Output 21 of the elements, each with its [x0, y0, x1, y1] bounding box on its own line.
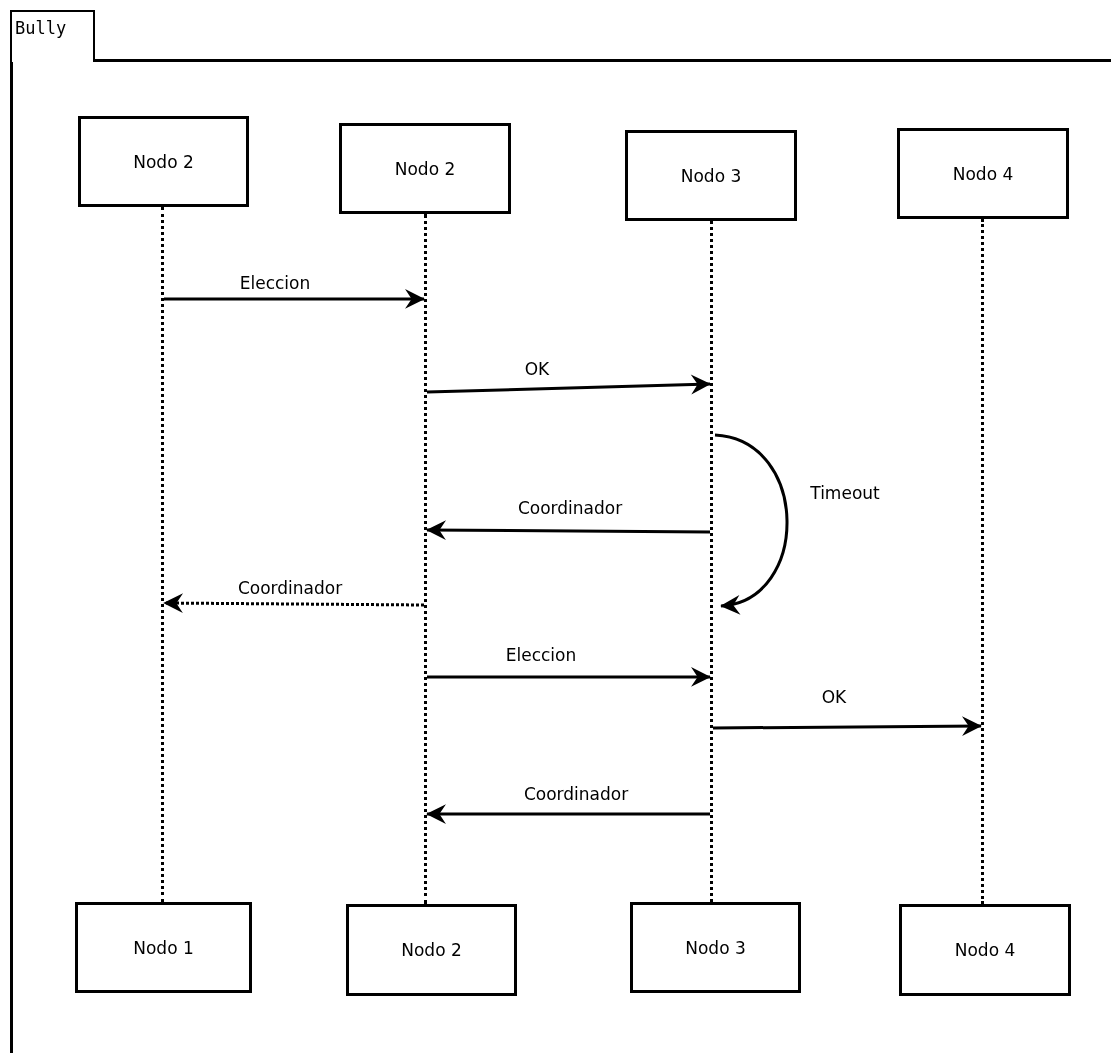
lifeline-head-box: Nodo 2 — [346, 904, 517, 996]
lifeline — [424, 214, 427, 904]
lifeline-head-box: Nodo 3 — [630, 902, 801, 993]
frame-title: Bully — [10, 10, 95, 62]
message-arrow — [713, 716, 982, 736]
lifeline-head-box: Nodo 3 — [625, 130, 797, 221]
message-arrow — [164, 289, 425, 309]
lifeline-head-box: Nodo 4 — [897, 128, 1069, 219]
message-arrow — [426, 804, 710, 824]
lifeline — [981, 219, 984, 904]
lifeline — [161, 207, 164, 902]
message-arrow — [427, 667, 711, 687]
lifeline — [710, 221, 713, 902]
lifeline-head-box: Nodo 2 — [339, 123, 511, 214]
message-arrow — [426, 374, 711, 395]
lifeline-head-box: Nodo 1 — [75, 902, 252, 993]
message-arrow — [163, 593, 424, 614]
message-arrow — [714, 433, 789, 612]
message-arrow — [426, 520, 710, 541]
lifeline-head-box: Nodo 2 — [78, 116, 249, 207]
lifeline-head-box: Nodo 4 — [899, 904, 1071, 996]
